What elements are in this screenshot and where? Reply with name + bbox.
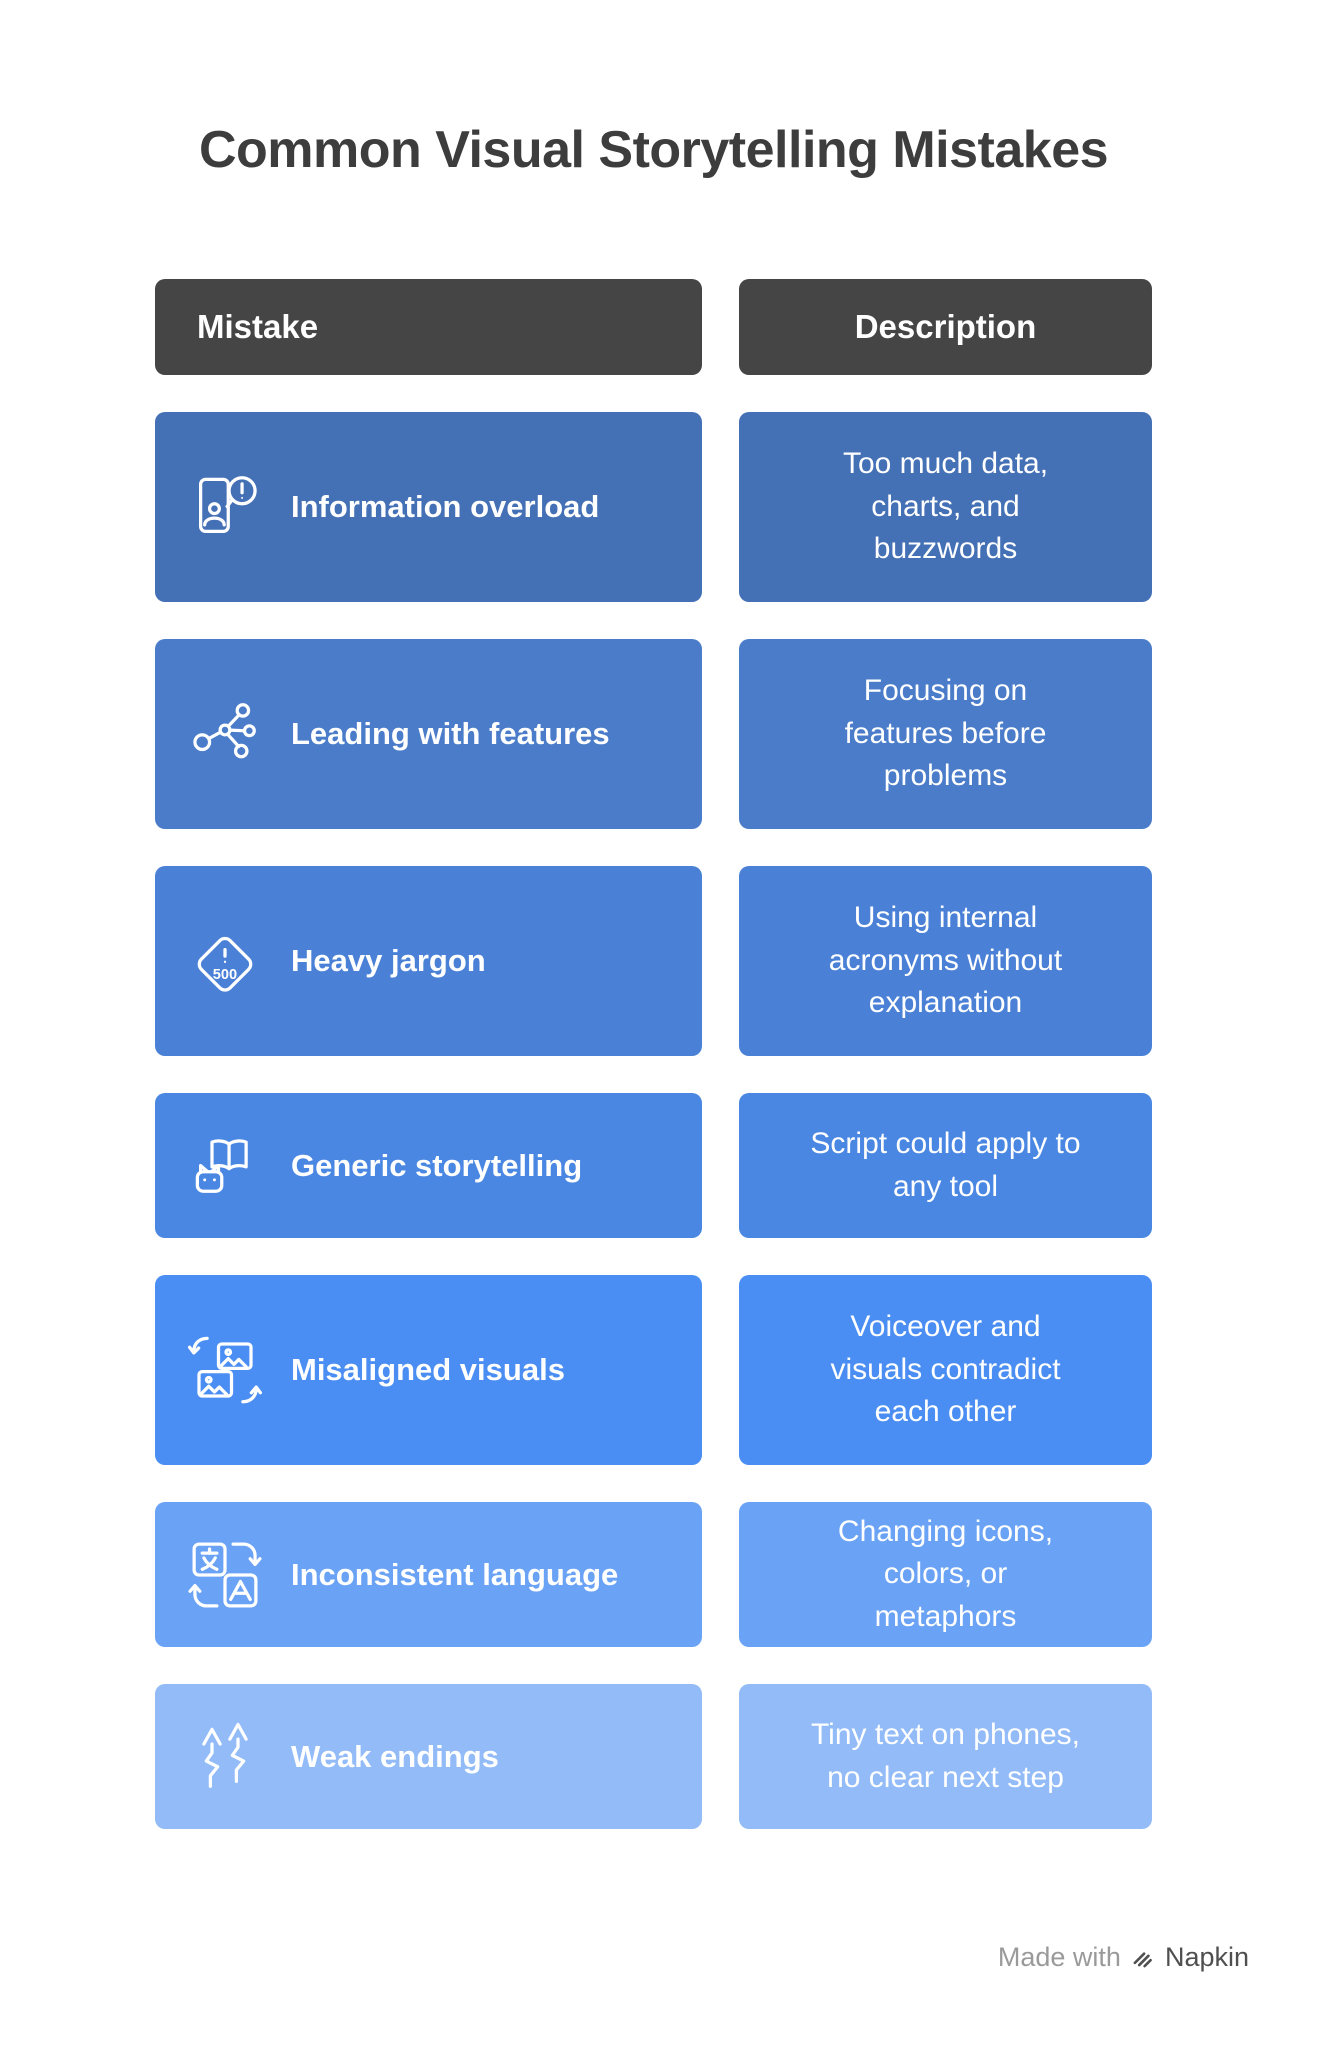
page-title: Common Visual Storytelling Mistakes — [198, 121, 1109, 179]
road-sign-500-icon: 500 — [185, 921, 265, 1001]
mistake-label: Generic storytelling — [291, 1147, 583, 1183]
mistake-cell: Inconsistent language — [155, 1502, 702, 1647]
swap-images-icon — [185, 1330, 265, 1410]
mistake-label: Misaligned visuals — [291, 1352, 565, 1387]
mistake-cell: Information overload — [155, 412, 702, 602]
table-row: Weak endings Tiny text on phones, no cle… — [155, 1684, 1152, 1829]
mistake-cell: Leading with features — [155, 639, 702, 829]
description-cell: Using internal acronyms without explanat… — [739, 866, 1152, 1056]
mistake-label: Weak endings — [291, 1738, 499, 1774]
mistake-cell: Misaligned visuals — [155, 1275, 702, 1465]
table-row: Information overload Too much data, char… — [155, 412, 1152, 602]
mistake-label: Inconsistent language — [291, 1556, 619, 1592]
mistake-cell: Generic storytelling — [155, 1093, 702, 1238]
table-row: Generic storytelling Script could apply … — [155, 1093, 1152, 1238]
table-row: Misaligned visuals Voiceover and visuals… — [155, 1275, 1152, 1465]
phone-alert-icon — [185, 467, 265, 547]
svg-text:500: 500 — [213, 967, 237, 983]
mistake-label: Leading with features — [291, 716, 610, 751]
mistake-label: Information overload — [291, 489, 600, 524]
book-cat-icon — [185, 1126, 265, 1206]
description-cell: Script could apply to any tool — [739, 1093, 1152, 1238]
napkin-logo-icon — [1130, 1945, 1156, 1971]
description-cell: Changing icons, colors, or metaphors — [739, 1502, 1152, 1647]
description-cell: Too much data, charts, and buzzwords — [739, 412, 1152, 602]
made-with-label: Made with — [997, 1942, 1121, 1972]
column-header-mistake: Mistake — [155, 279, 702, 375]
description-cell: Tiny text on phones, no clear next step — [739, 1684, 1152, 1829]
translate-icon — [185, 1535, 265, 1615]
broken-arrows-icon — [185, 1717, 265, 1797]
table-row: 500 Heavy jargon Using internal acronyms… — [155, 866, 1152, 1056]
table-row: Leading with features Focusing on featur… — [155, 639, 1152, 829]
mistake-cell: 500 Heavy jargon — [155, 866, 702, 1056]
table-row: Inconsistent language Changing icons, co… — [155, 1502, 1152, 1647]
attribution: Made with Napkin — [998, 1942, 1249, 1973]
description-cell: Voiceover and visuals contradict each ot… — [739, 1275, 1152, 1465]
mistakes-table: Mistake Description — [155, 279, 1152, 1829]
brand-label: Napkin — [1164, 1942, 1249, 1972]
mistake-label: Heavy jargon — [291, 943, 486, 978]
description-cell: Focusing on features before problems — [739, 639, 1152, 829]
mistake-cell: Weak endings — [155, 1684, 702, 1829]
network-nodes-icon — [185, 694, 265, 774]
table-header-row: Mistake Description — [155, 279, 1152, 375]
column-header-description: Description — [739, 279, 1152, 375]
